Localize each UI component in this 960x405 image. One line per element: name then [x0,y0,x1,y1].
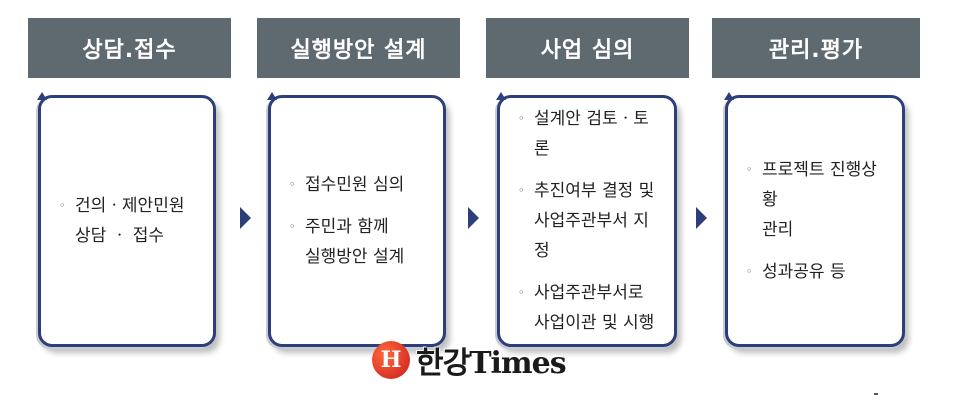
card-corner-marker [37,92,47,100]
step-header-review: 사업 심의 [486,18,689,78]
watermark: H 한강Times [372,338,567,382]
bullet-item: ◦ 성과공유 등 [746,257,888,287]
bullet-item: ◦ 추진여부 결정 및 사업주관부서 지정 [518,176,660,266]
chevron-right-icon [240,207,251,229]
bullet-text: 접수민원 심의 [305,175,405,195]
bullet-item: ◦ 설계안 검토ㆍ토론 [518,104,660,164]
bullet-item: ◦ 사업주관부서로 사업이관 및 시행 [518,278,660,338]
bullet-text: 주민과 함께 실행방안 설계 [305,217,405,267]
chevron-right-icon [696,207,707,229]
bullet-icon: ◦ [746,163,753,176]
bullet-icon: ◦ [518,184,525,197]
step-header-evaluation: 관리.평가 [712,18,920,78]
chevron-right-icon [468,207,479,229]
bullet-icon: ◦ [518,112,525,125]
logo-icon: H [372,341,410,379]
bullet-item: ◦ 주민과 함께 실행방안 설계 [289,212,429,272]
bullet-item: ◦ 프로젝트 진행상황 관리 [746,155,888,245]
card-corner-marker [724,92,734,100]
bullet-item: ◦ 접수민원 심의 [289,170,429,200]
step-header-consultation: 상담.접수 [28,18,231,78]
step-header-design: 실행방안 설계 [257,18,460,78]
bullet-text: 성과공유 등 [762,262,846,282]
step-card-evaluation: ◦ 프로젝트 진행상황 관리 ◦ 성과공유 등 [724,92,905,347]
bullet-item: ◦ 건의ㆍ제안민원 상담 ㆍ 접수 [59,191,199,251]
step-card-design: ◦ 접수민원 심의 ◦ 주민과 함께 실행방안 설계 [267,92,446,347]
bullet-icon: ◦ [518,286,525,299]
step-card-consultation: ◦ 건의ㆍ제안민원 상담 ㆍ 접수 [37,92,216,347]
bullet-text: 건의ㆍ제안민원 상담 ㆍ 접수 [75,196,185,246]
bullet-text: 추진여부 결정 및 사업주관부서 지정 [534,181,655,261]
bullet-icon: ◦ [289,178,296,191]
bullet-text: 사업주관부서로 사업이관 및 시행 [534,283,655,333]
watermark-text: 한강Times [416,346,567,381]
bullet-icon: ◦ [289,220,296,233]
card-corner-marker [496,92,506,100]
bullet-icon: ◦ [59,199,66,212]
decorative-dot [874,393,878,395]
bullet-icon: ◦ [746,265,753,278]
card-corner-marker [267,92,277,100]
bullet-text: 프로젝트 진행상황 관리 [762,160,877,240]
step-card-review: ◦ 설계안 검토ㆍ토론 ◦ 추진여부 결정 및 사업주관부서 지정 ◦ 사업주관… [496,92,677,347]
bullet-text: 설계안 검토ㆍ토론 [534,109,649,159]
